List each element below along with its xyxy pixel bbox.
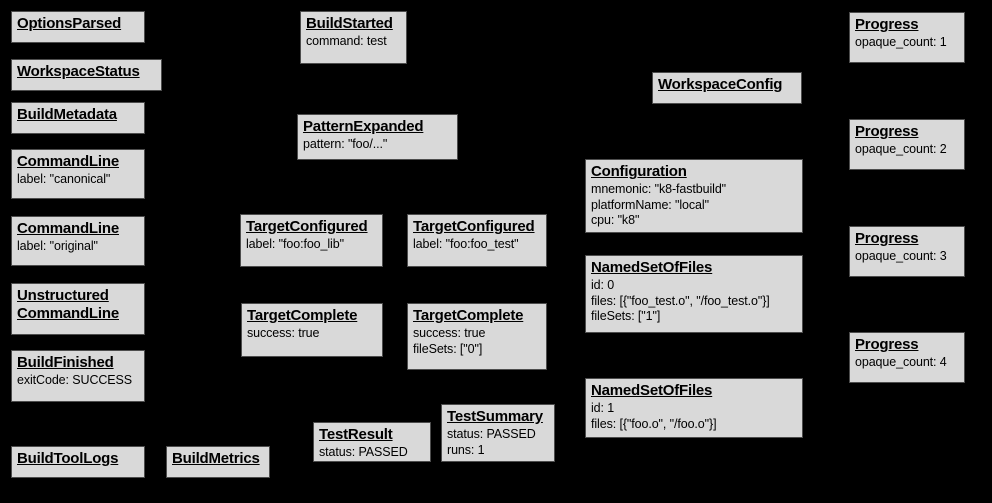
node-fields: command: test — [306, 34, 401, 49]
node-field: label: "canonical" — [17, 172, 111, 187]
node-fields: success: true — [247, 326, 377, 341]
node-field: opaque_count: 3 — [855, 249, 947, 264]
node-build-started[interactable]: BuildStarted command: test — [300, 11, 407, 64]
node-title: TargetConfigured — [246, 218, 368, 235]
node-field: fileSets: ["0"] — [413, 341, 483, 356]
node-progress-4[interactable]: Progress opaque_count: 4 — [849, 332, 965, 383]
node-field: success: true — [413, 326, 486, 341]
node-unstructured-command-line[interactable]: Unstructured CommandLine — [11, 283, 145, 335]
node-field: files: [{"foo.o", "/foo.o"}] — [591, 416, 717, 431]
node-field: label: "foo:foo_test" — [413, 237, 519, 252]
node-title: NamedSetOfFiles — [591, 259, 713, 276]
node-title: WorkspaceConfig — [658, 76, 783, 93]
node-title: Configuration — [591, 163, 687, 180]
node-field: status: PASSED — [447, 427, 536, 442]
node-fields: status: PASSED — [319, 445, 425, 460]
node-title: BuildStarted — [306, 15, 393, 32]
node-progress-1[interactable]: Progress opaque_count: 1 — [849, 12, 965, 63]
node-field: mnemonic: "k8-fastbuild" — [591, 182, 727, 197]
node-title: Unstructured CommandLine — [17, 287, 119, 323]
node-fields: label: "foo:foo_lib" — [246, 237, 377, 252]
node-field: files: [{"foo_test.o", "/foo_test.o"}] — [591, 293, 770, 308]
node-title: CommandLine — [17, 153, 119, 170]
node-progress-3[interactable]: Progress opaque_count: 3 — [849, 226, 965, 277]
node-test-result[interactable]: TestResult status: PASSED — [313, 422, 431, 462]
node-options-parsed[interactable]: OptionsParsed — [11, 11, 145, 43]
node-field: label: "foo:foo_lib" — [246, 237, 344, 252]
node-target-configured-foo-test[interactable]: TargetConfigured label: "foo:foo_test" — [407, 214, 547, 267]
node-field: fileSets: ["1"] — [591, 308, 661, 323]
node-title: TargetConfigured — [413, 218, 535, 235]
node-configuration[interactable]: Configuration mnemonic: "k8-fastbuild"pla… — [585, 159, 803, 233]
node-title: Progress — [855, 336, 919, 353]
node-build-tool-logs[interactable]: BuildToolLogs — [11, 446, 145, 478]
node-fields: pattern: "foo/..." — [303, 137, 452, 152]
node-title: TargetComplete — [413, 307, 524, 324]
node-title: BuildMetadata — [17, 106, 117, 123]
node-title: BuildFinished — [17, 354, 114, 371]
node-build-metrics[interactable]: BuildMetrics — [166, 446, 270, 478]
node-title: TargetComplete — [247, 307, 358, 324]
node-field: label: "original" — [17, 239, 98, 254]
node-command-line-original[interactable]: CommandLine label: "original" — [11, 216, 145, 266]
node-build-metadata[interactable]: BuildMetadata — [11, 102, 145, 134]
node-field: id: 0 — [591, 278, 615, 293]
node-field: exitCode: SUCCESS — [17, 373, 133, 388]
node-title: Progress — [855, 16, 919, 33]
node-field: runs: 1 — [447, 442, 485, 457]
node-pattern-expanded[interactable]: PatternExpanded pattern: "foo/..." — [297, 114, 458, 160]
node-fields: label: "original" — [17, 239, 139, 254]
node-title: BuildMetrics — [172, 450, 260, 467]
node-field: platformName: "local" — [591, 197, 709, 212]
node-field: command: test — [306, 34, 387, 49]
node-field: opaque_count: 2 — [855, 142, 947, 157]
node-title: BuildToolLogs — [17, 450, 119, 467]
node-field: pattern: "foo/..." — [303, 137, 388, 152]
node-fields: label: "foo:foo_test" — [413, 237, 541, 252]
node-field: opaque_count: 4 — [855, 355, 947, 370]
node-title: Progress — [855, 230, 919, 247]
node-fields: opaque_count: 4 — [855, 355, 959, 370]
node-target-configured-foo-lib[interactable]: TargetConfigured label: "foo:foo_lib" — [240, 214, 383, 267]
node-progress-2[interactable]: Progress opaque_count: 2 — [849, 119, 965, 170]
node-title: CommandLine — [17, 220, 119, 237]
node-target-complete-foo-lib[interactable]: TargetComplete success: true — [241, 303, 383, 357]
node-title: OptionsParsed — [17, 15, 122, 32]
node-title: PatternExpanded — [303, 118, 424, 135]
node-field: id: 1 — [591, 401, 615, 416]
node-fields: label: "canonical" — [17, 172, 139, 187]
node-field: opaque_count: 1 — [855, 35, 947, 50]
node-fields: opaque_count: 1 — [855, 35, 959, 50]
node-workspace-config[interactable]: WorkspaceConfig — [652, 72, 802, 104]
node-command-line-canonical[interactable]: CommandLine label: "canonical" — [11, 149, 145, 199]
node-field: status: PASSED — [319, 445, 408, 460]
node-field: success: true — [247, 326, 320, 341]
node-fields: mnemonic: "k8-fastbuild"platformName: "l… — [591, 182, 797, 228]
node-build-finished[interactable]: BuildFinished exitCode: SUCCESS — [11, 350, 145, 402]
node-field: cpu: "k8" — [591, 212, 640, 227]
node-workspace-status[interactable]: WorkspaceStatus — [11, 59, 162, 91]
node-title: TestSummary — [447, 408, 543, 425]
node-title: Progress — [855, 123, 919, 140]
node-fields: exitCode: SUCCESS — [17, 373, 139, 388]
node-fields: opaque_count: 2 — [855, 142, 959, 157]
node-fields: opaque_count: 3 — [855, 249, 959, 264]
node-title: TestResult — [319, 426, 393, 443]
node-title: NamedSetOfFiles — [591, 382, 713, 399]
node-title: WorkspaceStatus — [17, 63, 140, 80]
